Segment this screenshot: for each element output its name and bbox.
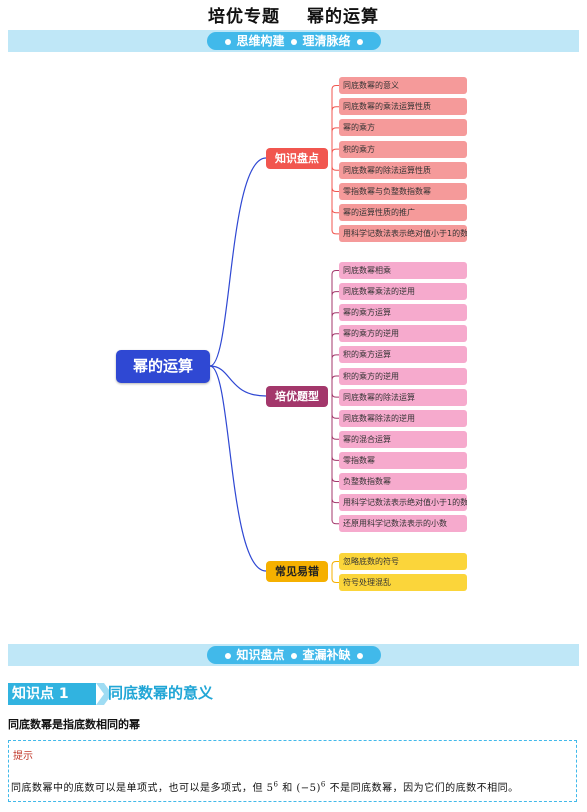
branch1-connector (331, 187, 339, 192)
branch1-connector (331, 208, 339, 214)
branch2-connector (331, 270, 339, 275)
branch2-connector (331, 477, 339, 482)
definition-text: 同底数幂是指底数相同的幂 (8, 718, 140, 731)
branch2-item: 同底数幂的除法运算 (339, 388, 467, 406)
branch2-connector (331, 333, 339, 338)
band-label-left: 思维构建 (236, 34, 285, 48)
branch-question-types: 培优题型 (266, 386, 328, 407)
dot-icon (290, 652, 297, 659)
branch2-connector (331, 435, 339, 440)
branch-knowledge: 知识盘点 (266, 148, 328, 169)
branch1-item: 幂的乘方 (339, 119, 467, 137)
branch3-item: 符号处理混乱 (339, 574, 467, 591)
chevron-right-icon (96, 683, 112, 705)
branch1-connector (331, 127, 339, 132)
dot-icon (224, 652, 231, 659)
branch1-item: 幂的运算性质的推广 (339, 204, 467, 222)
branch1-connector (331, 148, 339, 154)
branch1-item: 同底数幂的意义 (339, 77, 467, 94)
branch2-connector (331, 414, 339, 419)
branch2-item: 幂的乘方运算 (339, 304, 467, 322)
branch2-connector (331, 393, 339, 398)
section-band-thinking: 思维构建 理清脉络 (8, 30, 579, 52)
branch2-item: 同底数幂乘法的逆用 (339, 283, 467, 301)
branch3-connector (331, 578, 339, 583)
branch2-item: 积的乘方的逆用 (339, 367, 467, 385)
branch2-connector (331, 498, 339, 504)
branch1-connector (331, 106, 339, 111)
band-label-right: 理清脉络 (302, 34, 351, 48)
branch1-connector (331, 166, 339, 171)
branch2-item: 用科学记数法表示绝对值小于1的数 (339, 494, 467, 512)
branch2-connector (331, 456, 339, 461)
branch2-connector (331, 519, 339, 525)
branch2-item: 零指数幂 (339, 451, 467, 469)
branch3-item: 忽略底数的符号 (339, 553, 467, 570)
section-band-knowledge: 知识盘点 查漏补缺 (8, 644, 579, 666)
branch2-connector (331, 375, 339, 381)
branch1-item: 同底数幂的乘法运算性质 (339, 98, 467, 116)
branch2-item: 还原用科学记数法表示的小数 (339, 515, 467, 533)
branch2-item: 同底数幂相乘 (339, 262, 467, 279)
mindmap-root: 幂的运算 (116, 350, 210, 383)
dot-icon (290, 38, 297, 45)
dot-icon (356, 38, 363, 45)
branch1-item: 积的乘方 (339, 140, 467, 158)
section-pill: 思维构建 理清脉络 (206, 32, 381, 50)
branch-common-mistakes: 常见易错 (266, 561, 328, 582)
tip-box: 提示 同底数幂中的底数可以是单项式，也可以是多项式，但 56 和 (−5)6 不… (8, 740, 577, 802)
dot-icon (224, 38, 231, 45)
title-topic: 培优专题 (208, 7, 281, 27)
branch1-item: 用科学记数法表示绝对值小于1的数 (339, 225, 467, 243)
dot-icon (356, 652, 363, 659)
branch2-connector (331, 312, 339, 317)
band-label-left: 知识盘点 (236, 648, 285, 662)
band-label-right: 查漏补缺 (302, 648, 351, 662)
branch2-item: 幂的混合运算 (339, 430, 467, 448)
branch2-item: 幂的乘方的逆用 (339, 325, 467, 343)
branch2-connector (331, 354, 339, 359)
branch1-connector (331, 85, 339, 90)
branch2-item: 同底数幂除法的逆用 (339, 409, 467, 427)
branch2-connector (331, 291, 339, 296)
branch1-connector (331, 229, 339, 235)
page-title: 培优专题 幂的运算 (0, 2, 587, 27)
knowledge-point-title: 同底数幂的意义 (108, 684, 214, 702)
tip-label: 提示 (13, 751, 33, 762)
branch2-item: 负整数指数幂 (339, 473, 467, 490)
branch3-connector (331, 561, 339, 566)
title-subject: 幂的运算 (306, 7, 379, 27)
branch1-item: 同底数幂的除法运算性质 (339, 161, 467, 179)
tip-text: 同底数幂中的底数可以是单项式，也可以是多项式，但 56 和 (−5)6 不是同底… (11, 780, 519, 794)
knowledge-point-number: 知识点 1 (8, 683, 96, 705)
branch2-item: 积的乘方运算 (339, 346, 467, 364)
branch1-item: 零指数幂与负整数指数幂 (339, 183, 467, 200)
section-pill: 知识盘点 查漏补缺 (206, 646, 381, 664)
